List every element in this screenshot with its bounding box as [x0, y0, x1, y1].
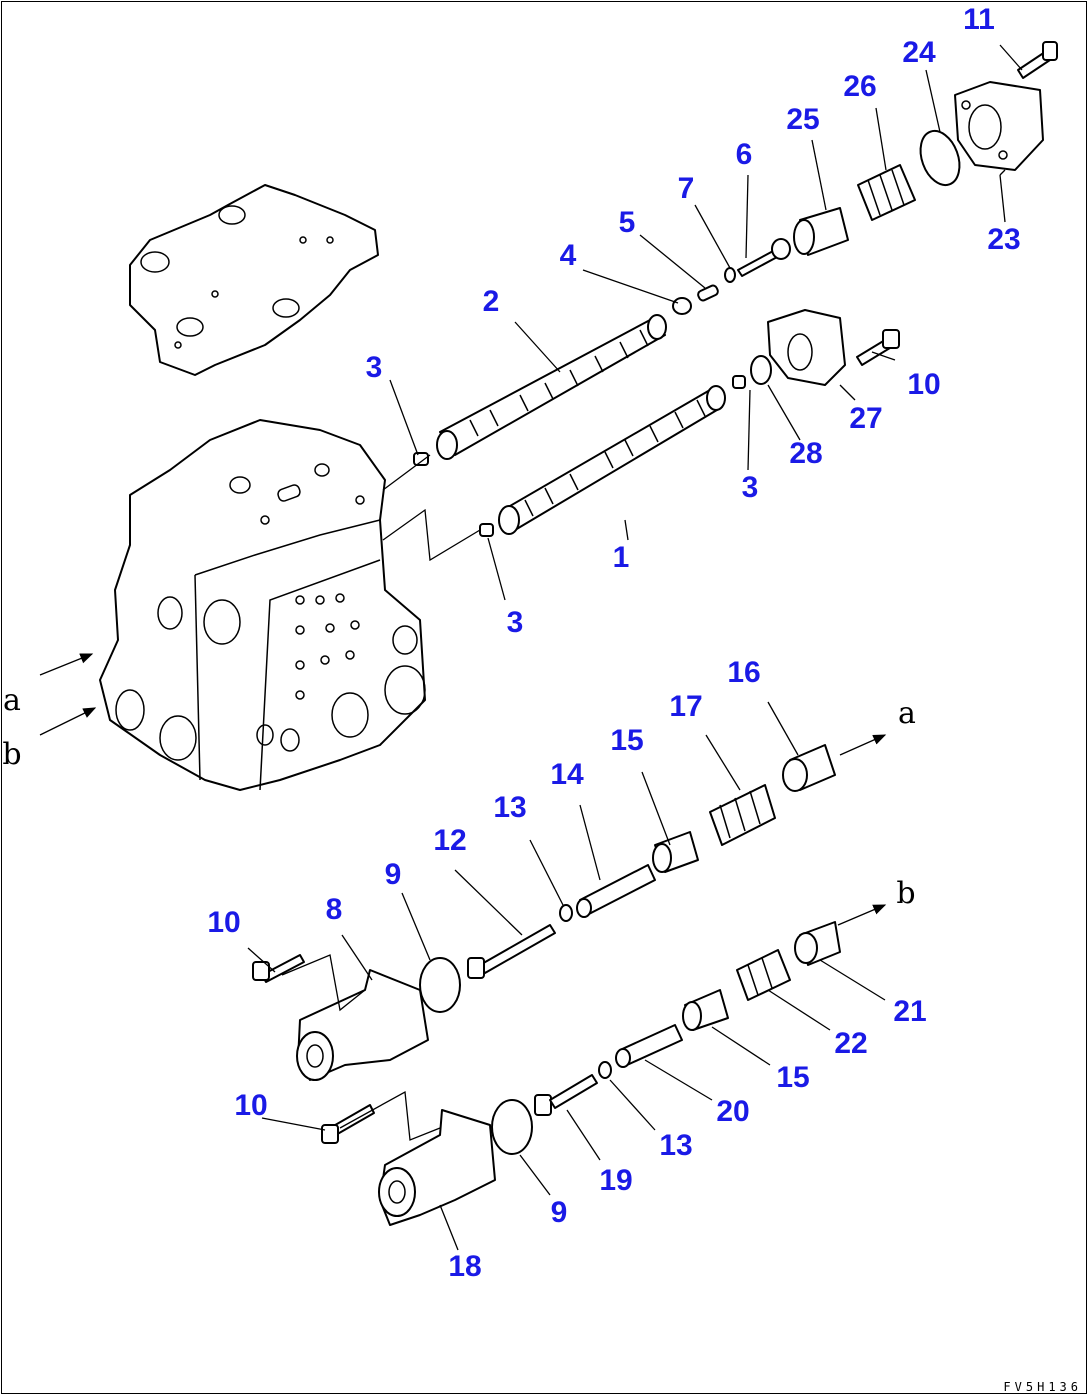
callout-27: 27	[849, 402, 882, 435]
cover-8	[296, 969, 429, 1081]
spacer-14	[576, 864, 656, 918]
callout-6: 6	[736, 138, 753, 171]
callout-3: 3	[507, 606, 524, 639]
leader-lines	[247, 44, 1023, 1251]
valve-body	[99, 419, 426, 791]
callout-12: 12	[433, 824, 466, 857]
callout-15: 15	[776, 1061, 809, 1094]
callout-11: 11	[963, 3, 995, 36]
cover-27	[767, 309, 846, 386]
plug-3-right	[732, 375, 746, 389]
callout-3: 3	[366, 351, 383, 384]
bolt-6	[737, 238, 791, 277]
callout-3: 3	[742, 471, 759, 504]
bolt-10-lower	[321, 1104, 375, 1144]
callout-9: 9	[385, 858, 402, 891]
flow-label-b-outlet: b	[896, 876, 915, 911]
callout-2: 2	[483, 285, 500, 318]
callout-13: 13	[493, 791, 526, 824]
cover-23	[954, 81, 1044, 171]
spring-17	[709, 784, 776, 846]
callout-17: 17	[669, 690, 702, 723]
bolt-19	[534, 1074, 598, 1116]
callout-7: 7	[678, 172, 695, 205]
valve-cover	[129, 184, 379, 376]
callout-8: 8	[326, 893, 343, 926]
spring-16	[782, 744, 836, 792]
callout-4: 4	[560, 239, 577, 272]
spring-21	[794, 921, 841, 966]
callout-10: 10	[207, 906, 240, 939]
callout-22: 22	[834, 1027, 867, 1060]
spring-26	[857, 164, 916, 221]
retainer-15-upper	[652, 831, 699, 873]
plug-3-upper	[413, 452, 429, 466]
cover-18	[378, 1109, 496, 1226]
flow-letters: a b a b	[2, 683, 916, 911]
callout-20: 20	[716, 1095, 749, 1128]
callout-18: 18	[448, 1250, 481, 1283]
spring-5	[697, 284, 719, 302]
callout-10: 10	[234, 1089, 267, 1122]
bolt-10-mid	[252, 954, 305, 983]
oring-28	[750, 355, 772, 385]
callout-28: 28	[789, 437, 822, 470]
retainer-15-lower	[682, 989, 729, 1031]
washer-13-lower	[598, 1061, 612, 1079]
spool-lower	[498, 385, 726, 535]
callout-21: 21	[893, 995, 926, 1028]
drawing-code: FV5H136	[1003, 1380, 1082, 1394]
callout-10: 10	[907, 368, 940, 401]
bolt-12	[467, 924, 556, 979]
flow-label-a-inlet: a	[3, 683, 21, 718]
retainer-4	[672, 297, 692, 315]
callout-9: 9	[551, 1196, 568, 1229]
callout-16: 16	[727, 656, 760, 689]
callout-23: 23	[987, 223, 1020, 256]
callout-13: 13	[659, 1129, 692, 1162]
flow-label-b-inlet: b	[2, 737, 21, 772]
callout-24: 24	[902, 36, 936, 69]
spring-22	[736, 949, 791, 1001]
seat-25	[793, 207, 849, 256]
flow-arrows	[39, 653, 887, 926]
callout-19: 19	[599, 1164, 632, 1197]
callout-5: 5	[619, 206, 636, 239]
flow-label-a-outlet: a	[898, 696, 916, 731]
oring-9-upper	[419, 957, 461, 1013]
plug-3-lower	[479, 523, 494, 537]
spacer-20	[615, 1024, 683, 1068]
callout-1: 1	[613, 541, 630, 574]
bolt-11	[1017, 41, 1058, 79]
washer-13-upper	[559, 904, 573, 922]
callout-14: 14	[550, 758, 584, 791]
callout-labels: 1 2 3 3 3 4 5 6 7 8 9 9 10 10 10 11 12 1…	[207, 3, 1020, 1283]
callout-26: 26	[843, 70, 876, 103]
spool-upper	[436, 314, 667, 460]
oring-9-lower	[491, 1099, 533, 1155]
callout-15: 15	[610, 724, 643, 757]
callout-25: 25	[786, 103, 819, 136]
ring-7	[724, 267, 736, 283]
oring-24	[919, 129, 961, 187]
